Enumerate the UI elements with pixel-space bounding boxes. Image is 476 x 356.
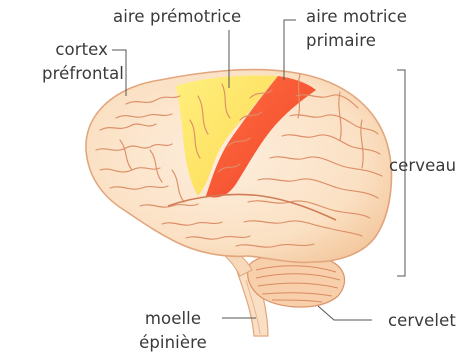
label-moelle-line1: moelle [130, 309, 216, 329]
cerebrum [86, 70, 392, 263]
label-cerveau: cerveau [389, 156, 456, 176]
label-moelle-line2: épinière [130, 333, 216, 353]
label-cortex-line1: cortex [16, 40, 108, 60]
label-aire-premotrice: aire prémotrice [113, 7, 241, 27]
label-cervelet: cervelet [388, 311, 456, 331]
label-aire-motrice-line1: aire motrice [306, 7, 407, 27]
label-aire-motrice-line2: primaire [306, 31, 376, 51]
label-cortex-line2: préfrontal [16, 64, 124, 84]
